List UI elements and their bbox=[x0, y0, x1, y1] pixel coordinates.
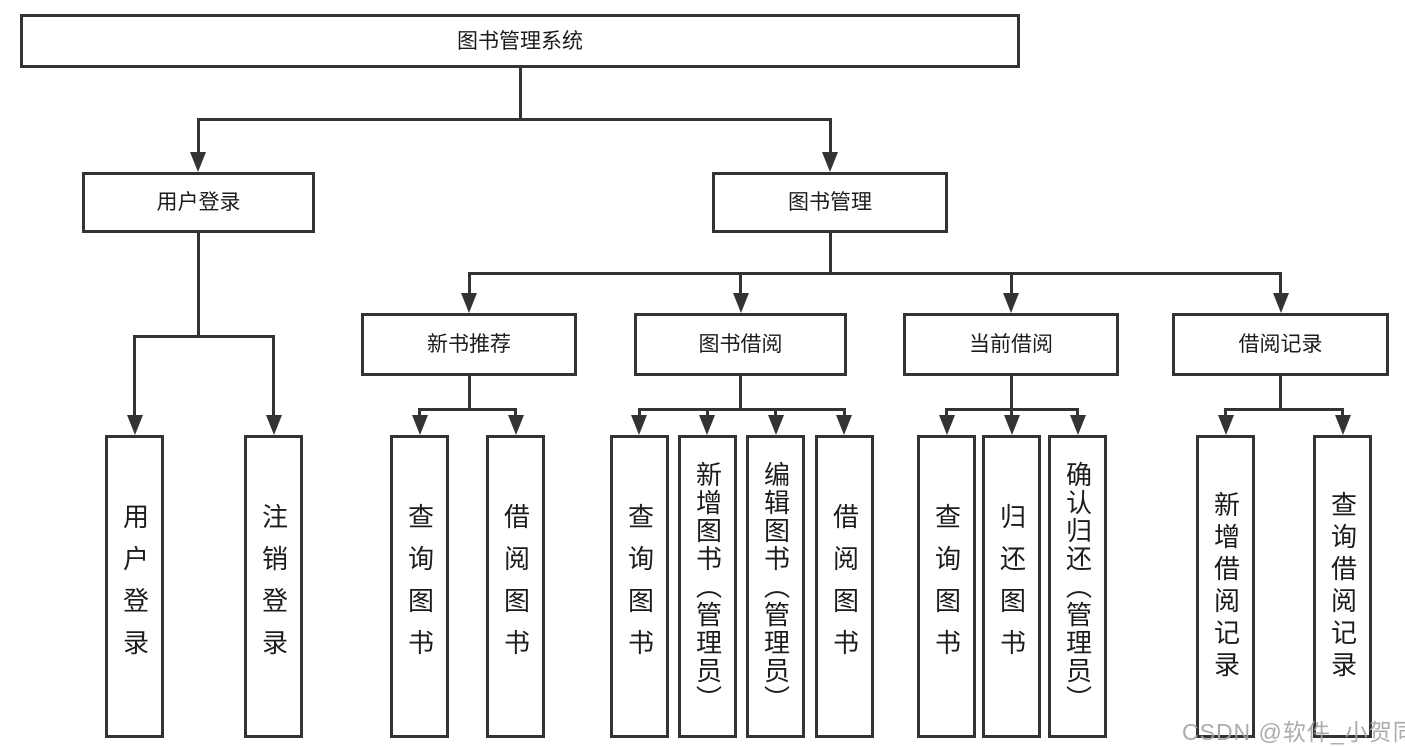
connector-line bbox=[1279, 272, 1282, 295]
csdn-watermark: CSDN @软件_小贺同学 bbox=[1182, 719, 1405, 745]
leaf-query-books-current: 查询图书 bbox=[917, 435, 976, 738]
connector-line bbox=[1341, 408, 1344, 418]
node-label: 用户登录 bbox=[156, 191, 241, 214]
node-label: 新增借阅记录 bbox=[1210, 490, 1241, 683]
connector-line bbox=[418, 408, 517, 411]
connector-line bbox=[1224, 408, 1344, 411]
node-label: 编辑图书（管理员） bbox=[760, 460, 791, 713]
node-root-library-system: 图书管理系统 bbox=[20, 14, 1020, 68]
node-label: 借阅图书 bbox=[829, 502, 860, 671]
connector-line bbox=[1010, 376, 1013, 408]
connector-line bbox=[774, 408, 777, 418]
connector-line bbox=[468, 272, 1282, 275]
node-book-management: 图书管理 bbox=[712, 172, 948, 233]
connector-line bbox=[1076, 408, 1079, 418]
connector-line bbox=[197, 233, 200, 335]
arrow-down-icon bbox=[1335, 415, 1351, 435]
node-label: 查询图书 bbox=[404, 502, 435, 671]
connector-line bbox=[1224, 408, 1227, 418]
node-label: 借阅图书 bbox=[500, 502, 531, 671]
node-borrow-record: 借阅记录 bbox=[1172, 313, 1389, 376]
leaf-add-books-admin: 新增图书（管理员） bbox=[678, 435, 737, 738]
leaf-confirm-return-admin: 确认归还（管理员） bbox=[1048, 435, 1107, 738]
node-label: 借阅记录 bbox=[1238, 333, 1323, 356]
node-label: 注销登录 bbox=[258, 502, 289, 671]
connector-line bbox=[197, 118, 832, 121]
node-label: 用户登录 bbox=[119, 502, 150, 671]
node-label: 查询图书 bbox=[624, 502, 655, 671]
arrow-down-icon bbox=[1273, 293, 1289, 313]
connector-line bbox=[829, 118, 832, 154]
node-current-borrow: 当前借阅 bbox=[903, 313, 1119, 376]
arrow-down-icon bbox=[508, 415, 524, 435]
arrow-down-icon bbox=[127, 415, 143, 435]
arrow-down-icon bbox=[1070, 415, 1086, 435]
arrow-down-icon bbox=[822, 152, 838, 172]
node-label: 新书推荐 bbox=[427, 333, 511, 356]
arrow-down-icon bbox=[836, 415, 852, 435]
connector-line bbox=[1010, 408, 1013, 418]
connector-line bbox=[843, 408, 846, 418]
arrow-down-icon bbox=[939, 415, 955, 435]
connector-line bbox=[706, 408, 709, 418]
connector-line bbox=[468, 376, 471, 408]
connector-line bbox=[272, 335, 275, 417]
arrow-down-icon bbox=[1003, 293, 1019, 313]
node-new-book-recommend: 新书推荐 bbox=[361, 313, 577, 376]
node-book-borrow: 图书借阅 bbox=[634, 313, 847, 376]
connector-line bbox=[418, 408, 421, 418]
node-label: 图书借阅 bbox=[698, 333, 783, 356]
node-label: 新增图书（管理员） bbox=[692, 460, 723, 713]
leaf-query-books-recommend: 查询图书 bbox=[390, 435, 449, 738]
node-label: 归还图书 bbox=[996, 502, 1027, 671]
connector-line bbox=[1010, 272, 1013, 295]
node-label: 查询图书 bbox=[931, 502, 962, 671]
connector-line bbox=[945, 408, 948, 418]
node-label: 当前借阅 bbox=[969, 333, 1053, 356]
leaf-logout: 注销登录 bbox=[244, 435, 303, 738]
leaf-add-borrow-record: 新增借阅记录 bbox=[1196, 435, 1255, 738]
leaf-return-books: 归还图书 bbox=[982, 435, 1041, 738]
leaf-edit-books-admin: 编辑图书（管理员） bbox=[746, 435, 805, 738]
leaf-borrow-books-recommend: 借阅图书 bbox=[486, 435, 545, 738]
connector-line bbox=[468, 272, 471, 295]
leaf-query-borrow-record: 查询借阅记录 bbox=[1313, 435, 1372, 738]
node-user-login: 用户登录 bbox=[82, 172, 315, 233]
connector-line bbox=[829, 233, 832, 272]
arrow-down-icon bbox=[461, 293, 477, 313]
node-label: 查询借阅记录 bbox=[1327, 490, 1358, 683]
arrow-down-icon bbox=[412, 415, 428, 435]
leaf-borrow-books: 借阅图书 bbox=[815, 435, 874, 738]
arrow-down-icon bbox=[266, 415, 282, 435]
node-label: 确认归还（管理员） bbox=[1062, 460, 1093, 713]
arrow-down-icon bbox=[1004, 415, 1020, 435]
leaf-query-books-borrow: 查询图书 bbox=[610, 435, 669, 738]
connector-line bbox=[638, 408, 641, 418]
arrow-down-icon bbox=[1218, 415, 1234, 435]
connector-line bbox=[519, 68, 522, 118]
arrow-down-icon bbox=[699, 415, 715, 435]
node-label: 图书管理系统 bbox=[457, 29, 583, 53]
connector-line bbox=[514, 408, 517, 418]
arrow-down-icon bbox=[768, 415, 784, 435]
leaf-user-login: 用户登录 bbox=[105, 435, 164, 738]
connector-line bbox=[739, 376, 742, 408]
connector-line bbox=[197, 118, 200, 154]
connector-line bbox=[1279, 376, 1282, 408]
connector-line bbox=[739, 272, 742, 295]
connector-line bbox=[133, 335, 275, 338]
connector-line bbox=[133, 335, 136, 417]
arrow-down-icon bbox=[631, 415, 647, 435]
connector-line bbox=[638, 408, 846, 411]
arrow-down-icon bbox=[190, 152, 206, 172]
node-label: 图书管理 bbox=[788, 191, 872, 214]
arrow-down-icon bbox=[733, 293, 749, 313]
